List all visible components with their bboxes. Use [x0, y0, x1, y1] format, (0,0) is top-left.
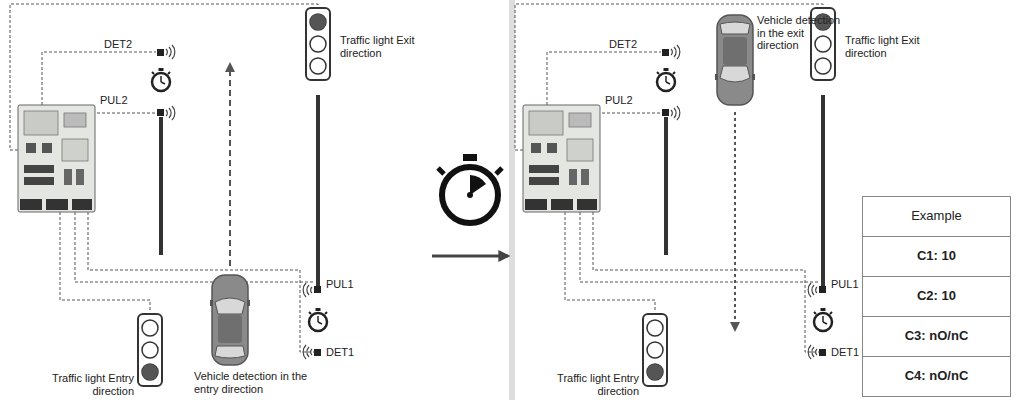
timer-icon — [438, 154, 502, 223]
table-cell: C1: 10 — [863, 249, 1010, 264]
signal-name: PUL2 — [100, 94, 140, 107]
part-name: Traffic light Entry direction — [52, 372, 134, 397]
table-cell: Example — [863, 209, 1010, 224]
divider — [509, 0, 515, 400]
note-text: Vehicle detection in the entry direction — [194, 370, 326, 395]
note-text: Vehicle detection in the exit direction — [757, 14, 843, 52]
signal-name: PUL1 — [326, 278, 366, 291]
table-cell: C2: 10 — [863, 289, 1010, 304]
exit-scene — [515, 4, 835, 386]
signal-name: DET2 — [104, 38, 144, 51]
signal-name: PUL1 — [831, 278, 871, 291]
signal-name: PUL2 — [605, 94, 645, 107]
table-cell: C4: nO/nC — [863, 369, 1010, 384]
part-name: Traffic light Entry direction — [557, 372, 639, 397]
table-cell: C3: nO/nC — [863, 329, 1010, 344]
exit-light-lamp — [310, 14, 326, 30]
signal-name: DET1 — [831, 346, 871, 359]
entry-light-lamp — [142, 364, 158, 380]
car — [210, 275, 250, 365]
entry-scene — [10, 4, 330, 386]
signal-name: DET2 — [609, 38, 649, 51]
example-table — [863, 197, 1011, 397]
part-name: Traffic light Exit direction — [340, 34, 418, 59]
signal-name: DET1 — [326, 346, 366, 359]
step-arrow — [432, 255, 508, 258]
travel-arrow — [229, 64, 231, 266]
part-name: Traffic light Exit direction — [845, 34, 923, 59]
